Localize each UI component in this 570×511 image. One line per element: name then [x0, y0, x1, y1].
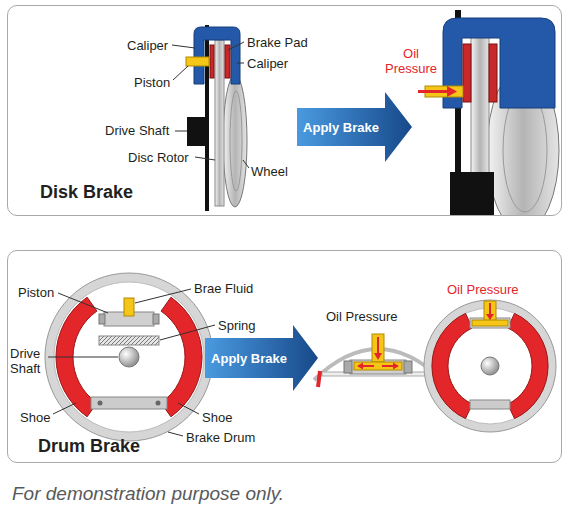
leader-line [175, 131, 187, 132]
part-label: Brae Fluid [194, 281, 253, 296]
leader-line [48, 357, 118, 358]
arrow-label: Apply Brake [303, 120, 379, 135]
part-label: Brake Pad [247, 35, 308, 50]
pressure-label: Oil Pressure [447, 282, 519, 297]
leader-line [178, 403, 199, 414]
brake-pad [463, 44, 471, 102]
pressure-arrow [489, 303, 491, 315]
drum-arc [314, 349, 442, 380]
part-label: Piston [134, 75, 170, 90]
part-label: Caliper [127, 38, 168, 53]
part-label: Wheel [251, 164, 288, 179]
leader-line [168, 432, 183, 436]
cylinder-detail [314, 334, 442, 387]
brake-fluid [484, 301, 496, 321]
piston [404, 361, 412, 373]
section-panel: Drum Brake Apply Brake [7, 250, 562, 463]
piston [99, 314, 105, 324]
brake-drum [424, 300, 556, 432]
panel-title: Drum Brake [38, 436, 140, 456]
pressure-arrow-head [393, 363, 399, 370]
part-label: Piston [18, 285, 54, 300]
wheel-cylinder [350, 360, 406, 374]
brake-fluid [124, 298, 134, 316]
brake-shoe [508, 313, 548, 418]
part-label: Disc Rotor [128, 150, 189, 165]
leader-line [135, 289, 191, 303]
disk-brake-released [186, 25, 247, 211]
leader-line [53, 403, 76, 414]
brake-shoe [432, 313, 472, 418]
drive-shaft [119, 347, 139, 367]
pressure-arrow [362, 365, 374, 367]
drum-brake-released [45, 273, 213, 441]
brake-pad [489, 44, 497, 102]
leader-lines [48, 289, 215, 436]
leader-line [172, 45, 195, 48]
pressure-arrow-head [374, 353, 382, 360]
part-label: Shoe [202, 410, 232, 425]
part-label: Shoe [20, 410, 50, 425]
drum-inner [432, 308, 548, 424]
spring [99, 336, 159, 345]
pressure-arrow-head [447, 86, 457, 97]
part-label: Caliper [247, 56, 288, 71]
disk-brake-applied [418, 10, 559, 215]
drum-brake-applied [424, 300, 556, 432]
wheel-rim [230, 91, 242, 191]
part-label: Brake Drum [186, 430, 255, 445]
panel-title: Disk Brake [40, 182, 133, 202]
pressure-arrow [382, 365, 394, 367]
piston [153, 314, 159, 324]
leader-line [237, 63, 244, 64]
drive-shaft [450, 172, 494, 215]
pressure-arrow [377, 337, 379, 354]
drive-shaft [187, 117, 205, 146]
leader-lines [172, 42, 249, 168]
anchor-bar [470, 400, 510, 409]
part-label: Oil Pressure [326, 309, 398, 324]
leader-line [243, 160, 249, 168]
caption: For demonstration purpose only. [12, 483, 284, 505]
hub-plate [205, 25, 209, 211]
pressure-label: Oil Pressure [380, 46, 442, 76]
arrow-body [205, 325, 318, 391]
anchor-bar [91, 397, 167, 409]
pressure-arrow [418, 90, 448, 93]
leader-line [58, 293, 108, 313]
brake-fluid [472, 320, 508, 326]
anchor-pin [98, 401, 103, 406]
brake-fluid [354, 362, 402, 370]
disc-rotor [215, 40, 224, 206]
part-label: Drive Shaft [10, 346, 46, 376]
brake-fluid [372, 334, 384, 362]
leader-line [173, 66, 188, 80]
brake-pad [210, 45, 214, 78]
brake-shoe [318, 371, 320, 387]
arrow-body [297, 92, 412, 162]
apply-arrow: Apply Brake [297, 92, 412, 162]
drive-shaft [481, 357, 499, 375]
pressure-arrow-head [486, 314, 494, 320]
caliper [194, 27, 240, 84]
anchor-pin [156, 401, 161, 406]
arrow-label: Apply Brake [211, 351, 287, 366]
leader-line [195, 157, 215, 160]
wheel [223, 75, 247, 207]
pressure-arrow-head [357, 363, 363, 370]
part-label: Spring [218, 318, 256, 333]
apply-arrow: Apply Brake [205, 325, 318, 391]
piston [344, 361, 352, 373]
leader-line [160, 325, 215, 340]
brake-drum [45, 273, 213, 441]
leader-line [228, 42, 244, 50]
piston [186, 57, 209, 66]
part-label: Drive Shaft [105, 123, 169, 138]
brake-pad [225, 45, 230, 78]
